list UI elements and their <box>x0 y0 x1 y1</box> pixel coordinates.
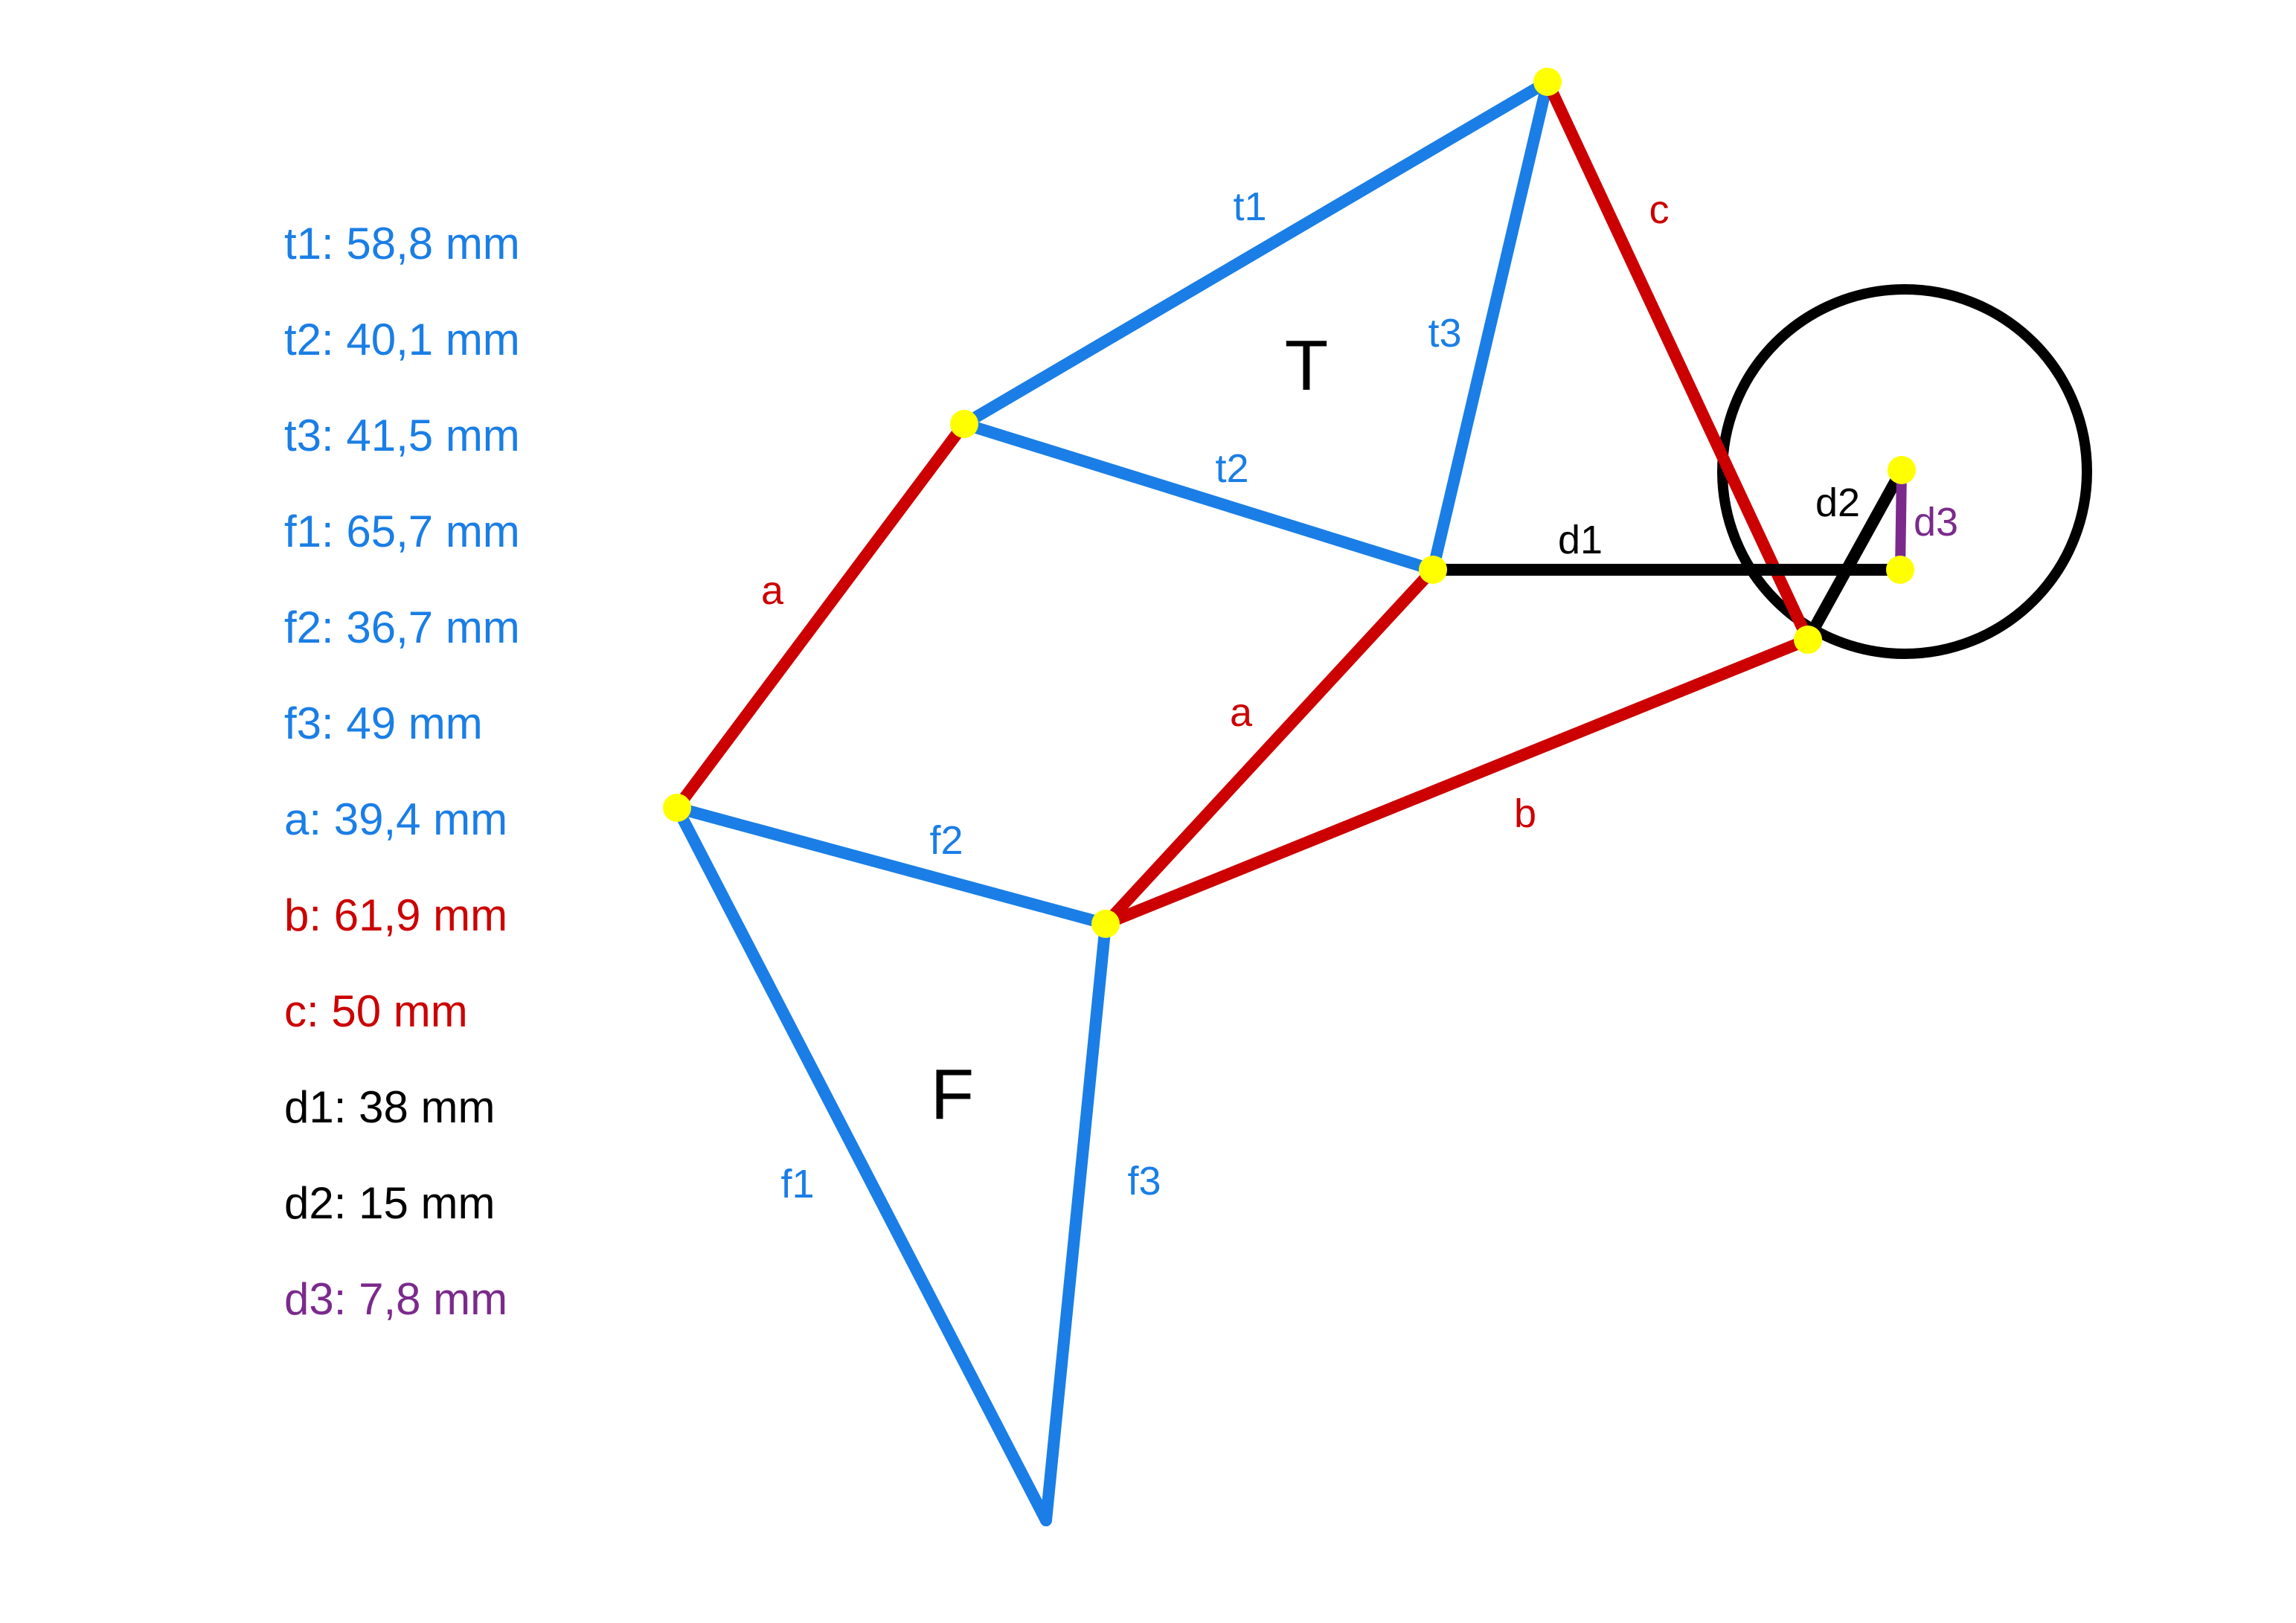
segment-label-f3: f3 <box>1127 1159 1161 1203</box>
segment-label-d1: d1 <box>1558 518 1603 562</box>
legend-item-t1: t1: 58,8 mm <box>284 219 520 269</box>
segment-label-d2: d2 <box>1815 481 1860 525</box>
legend-item-b: b: 61,9 mm <box>284 890 508 940</box>
joint-node <box>1886 556 1914 584</box>
legend-item-t2: t2: 40,1 mm <box>284 315 520 364</box>
joint-node <box>950 410 978 438</box>
legend-item-f3: f3: 49 mm <box>284 698 483 748</box>
legend-item-d3: d3: 7,8 mm <box>284 1274 508 1324</box>
rotation-circle <box>1717 284 2092 659</box>
segments-layer <box>671 76 1908 1526</box>
segment-t1 <box>958 76 1553 430</box>
segment-f1 <box>671 802 1052 1526</box>
segment-label-t1: t1 <box>1233 184 1266 229</box>
segment-a-upper <box>671 418 970 814</box>
segment-d2 <box>1802 464 1908 646</box>
segment-label-c: c <box>1649 187 1670 232</box>
legend-item-t3: t3: 41,5 mm <box>284 411 520 460</box>
segment-label-f1: f1 <box>780 1162 814 1206</box>
segment-label-t3: t3 <box>1428 311 1461 356</box>
labels-layer: t1 t2 t3 f1 f2 f3 a a b c d1 d2 d3 <box>761 184 1958 1206</box>
joint-node <box>1091 910 1120 938</box>
segment-label-f2: f2 <box>929 818 963 863</box>
joint-node <box>1888 456 1916 484</box>
segment-label-d3: d3 <box>1914 500 1958 544</box>
region-label-front: F <box>931 1055 975 1134</box>
segment-f3 <box>1040 918 1112 1526</box>
nodes-layer <box>663 68 1916 938</box>
segment-c <box>1542 76 1814 646</box>
legend-item-d2: d2: 15 mm <box>284 1178 496 1228</box>
segment-t3 <box>1427 76 1553 576</box>
legend-item-a: a: 39,4 mm <box>284 794 508 844</box>
segment-a-lower <box>1100 564 1439 930</box>
joint-node <box>1794 626 1822 654</box>
segment-label-a-upper: a <box>761 568 784 613</box>
legend-item-d1: d1: 38 mm <box>284 1082 496 1132</box>
segment-label-a-lower: a <box>1230 690 1253 735</box>
legend-item-f1: f1: 65,7 mm <box>284 507 520 556</box>
region-label-top: T <box>1285 326 1329 405</box>
joint-node <box>1533 68 1562 96</box>
segment-t2 <box>958 418 1439 576</box>
segment-b <box>1100 634 1814 930</box>
segment-d3 <box>1895 465 1907 575</box>
segment-f2 <box>671 802 1112 930</box>
joint-node <box>1419 556 1447 584</box>
segment-label-b: b <box>1514 791 1536 836</box>
legend-item-c: c: 50 mm <box>284 986 468 1036</box>
segment-label-t2: t2 <box>1215 446 1248 491</box>
joint-node <box>663 794 691 822</box>
legend-item-f2: f2: 36,7 mm <box>284 602 520 652</box>
